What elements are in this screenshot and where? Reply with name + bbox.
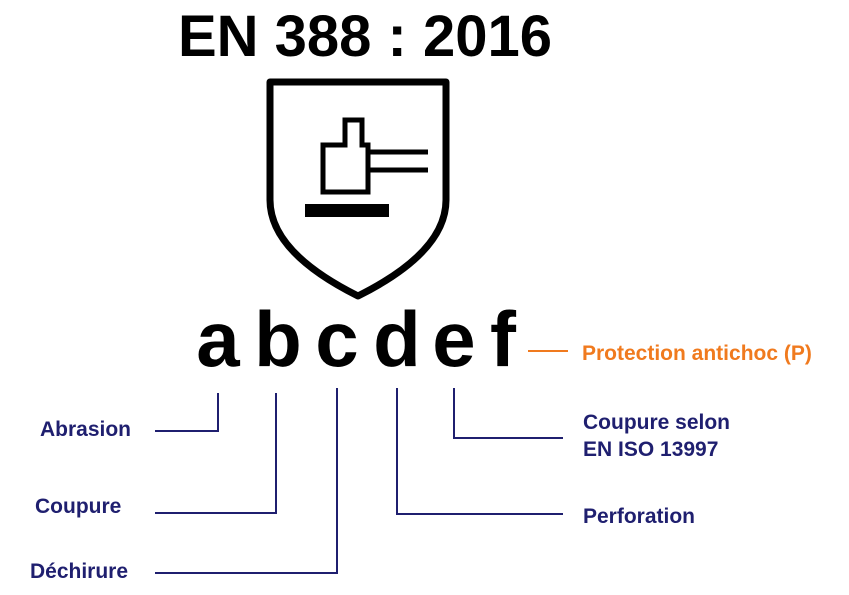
shield-icon (266, 78, 450, 300)
letter-f: f (490, 295, 516, 383)
standard-title: EN 388 : 2016 (177, 4, 553, 69)
letter-c: c (315, 295, 359, 383)
letter-a: a (196, 295, 240, 383)
abrasion-connector (155, 393, 219, 432)
label-abrasion: Abrasion (40, 418, 132, 441)
base-bar (305, 204, 389, 217)
coupure-iso-connector (453, 388, 563, 439)
label-coupure: Coupure (35, 495, 122, 518)
label-dechirure: Déchirure (30, 560, 129, 583)
coupure-connector (155, 393, 277, 514)
letter-d: d (373, 295, 421, 383)
letter-e: e (432, 295, 476, 383)
label-coupure-iso-line1: Coupure selon (583, 411, 731, 434)
perforation-connector (396, 388, 563, 515)
dechirure-connector (155, 388, 338, 574)
hammer-icon (320, 117, 428, 195)
label-perforation: Perforation (583, 505, 696, 528)
label-protection: Protection antichoc (P) (582, 342, 812, 365)
letter-b: b (254, 295, 302, 383)
label-coupure-iso-line2: EN ISO 13997 (583, 438, 719, 462)
label-coupure-iso: Coupure selon EN ISO 13997 (583, 409, 730, 464)
